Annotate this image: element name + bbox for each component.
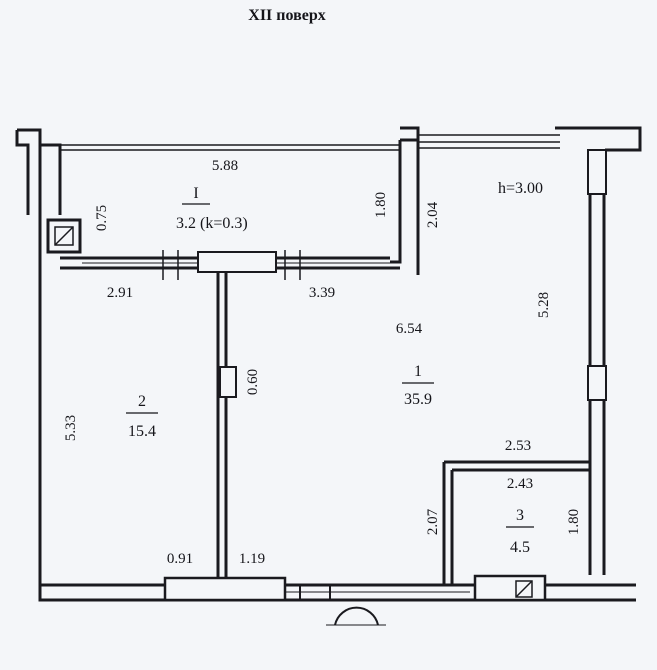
dim-bath-outer-width: 2.53 [505, 438, 531, 454]
floor-title: XII поверх [248, 7, 325, 24]
side-window [587, 365, 607, 401]
dim-living-width: 6.54 [396, 321, 423, 337]
room-area: 15.4 [128, 423, 156, 440]
dim-bottom-mid: 1.19 [239, 551, 265, 567]
dim-living-notch: 2.04 [425, 201, 441, 228]
dim-loggia-depth: 0.75 [94, 205, 110, 231]
dim-partition-right: 3.39 [309, 285, 335, 301]
room-1-label: 1 35.9 [402, 363, 434, 408]
dim-bottom-left: 0.91 [167, 551, 193, 567]
dim-bath-height: 2.07 [425, 508, 441, 535]
room-area: 3.2 (k=0.3) [176, 215, 248, 232]
room-I-label: I 3.2 (k=0.3) [176, 185, 248, 232]
ceiling-height: h=3.00 [498, 180, 543, 197]
dim-bath-inner-width: 2.43 [507, 476, 533, 492]
room-3-label: 3 4.5 [506, 507, 534, 556]
room-area: 35.9 [404, 391, 432, 408]
room-number: 2 [138, 393, 146, 410]
dim-loggia-length: 5.88 [212, 158, 238, 174]
dim-living-right: 5.28 [536, 292, 552, 318]
bathroom-walls [442, 460, 590, 585]
room-area: 4.5 [510, 539, 530, 556]
dim-bedroom-height: 5.33 [63, 415, 79, 441]
bottom-openings [163, 574, 547, 626]
dim-partition-left: 2.91 [107, 285, 133, 301]
room-number: 1 [414, 363, 422, 380]
dim-bath-right: 1.80 [566, 509, 582, 535]
loggia-partition [60, 250, 420, 280]
ventilation-shaft [46, 218, 82, 254]
dim-loggia-right-wall: 1.80 [373, 192, 389, 218]
room-number: I [193, 185, 198, 202]
corner-window [587, 149, 607, 195]
bedroom-partition [216, 272, 237, 580]
dim-bedroom-door: 0.60 [245, 369, 261, 395]
room-2-label: 2 15.4 [126, 393, 158, 440]
outer-walls [15, 126, 642, 602]
room-number: 3 [516, 507, 524, 524]
